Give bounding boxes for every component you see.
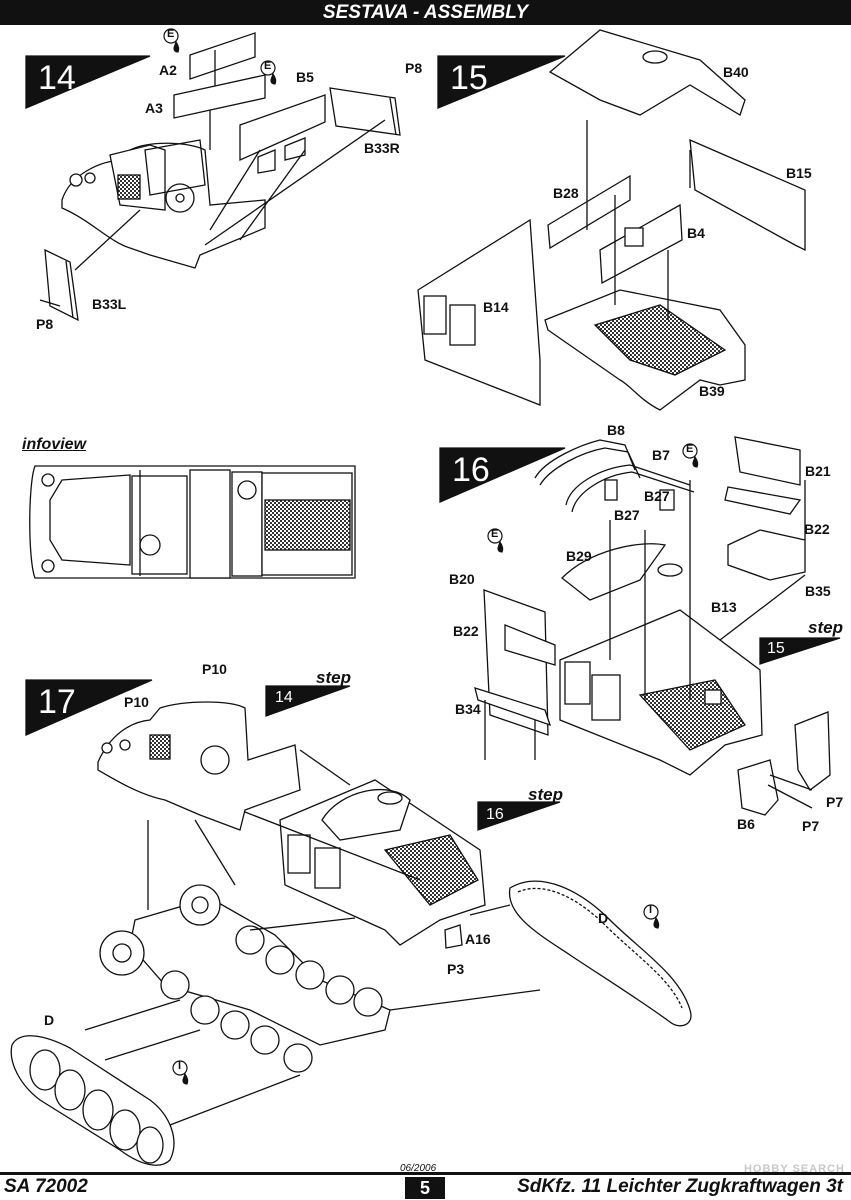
part-label-p7: P7 xyxy=(802,818,820,834)
step17-flag-shape xyxy=(25,679,153,736)
part-b14 xyxy=(417,218,541,406)
part-b7 xyxy=(565,464,691,506)
part-label-d: D xyxy=(598,910,609,926)
step17-ref16-flag-shape xyxy=(477,801,561,831)
part-label-d: D xyxy=(44,1012,55,1028)
glue-symbol-e: E xyxy=(491,528,499,540)
part-label-b28: B28 xyxy=(553,185,579,201)
watermark: HOBBY SEARCH xyxy=(743,1163,845,1175)
part-b29 xyxy=(561,543,667,601)
part-a2 xyxy=(189,32,256,80)
part-label-a2: A2 xyxy=(159,62,177,78)
part-a3 xyxy=(173,74,266,119)
part-b6 xyxy=(737,759,779,816)
part-label-b21: B21 xyxy=(805,463,831,479)
part-label-b22: B22 xyxy=(804,521,830,537)
part-label-b33l: B33L xyxy=(92,296,127,312)
part-b15 xyxy=(689,138,806,252)
part-b34 xyxy=(474,687,552,727)
header-title: SESTAVA - ASSEMBLY xyxy=(322,2,529,23)
part-label-a16: A16 xyxy=(465,931,491,947)
part-label-b7: B7 xyxy=(652,447,670,463)
part-label-b22: B22 xyxy=(453,623,479,639)
glue-symbol-e: E xyxy=(167,28,175,40)
step15-flag-shape xyxy=(437,55,566,109)
footer-kit-code: SA 72002 xyxy=(4,1176,88,1197)
part-b33l xyxy=(44,248,79,322)
paint-symbol-i: I xyxy=(649,904,653,916)
part-label-b13: B13 xyxy=(711,599,737,615)
paint-symbol-i: I xyxy=(178,1060,182,1072)
step-15-number: 15 xyxy=(450,59,488,97)
part-label-p10: P10 xyxy=(202,661,227,677)
part-a16 xyxy=(444,924,463,949)
part-label-b20: B20 xyxy=(449,571,475,587)
part-label-b5: B5 xyxy=(296,69,314,85)
part-b8 xyxy=(534,439,636,479)
part-b5 xyxy=(239,94,326,162)
part-label-p10: P10 xyxy=(124,694,149,710)
part-label-b14: B14 xyxy=(483,299,509,315)
step-ref-word: step xyxy=(316,668,351,687)
part-label-p7: P7 xyxy=(826,794,844,810)
part-label-p8: P8 xyxy=(36,316,54,332)
part-b40 xyxy=(548,29,746,116)
part-label-b34: B34 xyxy=(455,701,481,717)
chassis-frame xyxy=(129,897,391,1046)
page-number: 5 xyxy=(405,1177,445,1199)
page-header: SESTAVA - ASSEMBLY xyxy=(0,0,851,25)
infoview-label: infoview xyxy=(22,436,87,453)
part-label-b27: B27 xyxy=(614,507,640,523)
part-label-b33r: B33R xyxy=(364,140,400,156)
step-ref-number: 15 xyxy=(767,640,785,657)
step16-flag-shape xyxy=(439,447,566,503)
step-ref-word: step xyxy=(808,618,843,637)
part-label-b8: B8 xyxy=(607,422,625,438)
part-label-b35: B35 xyxy=(805,583,831,599)
step-14-number: 14 xyxy=(38,59,76,97)
part-label-p3: P3 xyxy=(447,961,465,977)
step17-ref14-flag-shape xyxy=(265,685,351,717)
footer-divider xyxy=(0,1172,851,1175)
step-ref-number: 14 xyxy=(275,689,293,706)
part-label-b4: B4 xyxy=(687,225,705,241)
part-b21 xyxy=(734,436,801,486)
footer-kit-title: SdKfz. 11 Leichter Zugkraftwagen 3t xyxy=(517,1176,843,1197)
part-label-b40: B40 xyxy=(723,64,749,80)
part-b35 xyxy=(727,529,806,581)
track-right xyxy=(508,880,692,1027)
step16-ref-flag-shape xyxy=(759,637,841,665)
part-b33r xyxy=(329,87,401,136)
step-ref-word: step xyxy=(528,785,563,804)
part-label-b15: B15 xyxy=(786,165,812,181)
step17-cab xyxy=(97,701,301,831)
part-label-b6: B6 xyxy=(737,816,755,832)
part-label-a3: A3 xyxy=(145,100,163,116)
part-label-b39: B39 xyxy=(699,383,725,399)
glue-symbol-e: E xyxy=(264,60,272,72)
step-16-number: 16 xyxy=(452,451,490,489)
part-b13 xyxy=(657,563,683,577)
glue-symbol-e: E xyxy=(686,443,694,455)
part-label-b29: B29 xyxy=(566,548,592,564)
part-b28 xyxy=(547,174,631,250)
part-label-b27: B27 xyxy=(644,488,670,504)
step-ref-number: 16 xyxy=(486,806,504,823)
step14-flag-shape xyxy=(25,55,151,109)
step-17-number: 17 xyxy=(38,683,76,721)
footer-date: 06/2006 xyxy=(400,1163,437,1174)
part-label-p8: P8 xyxy=(405,60,423,76)
radiator-grille xyxy=(117,174,141,200)
